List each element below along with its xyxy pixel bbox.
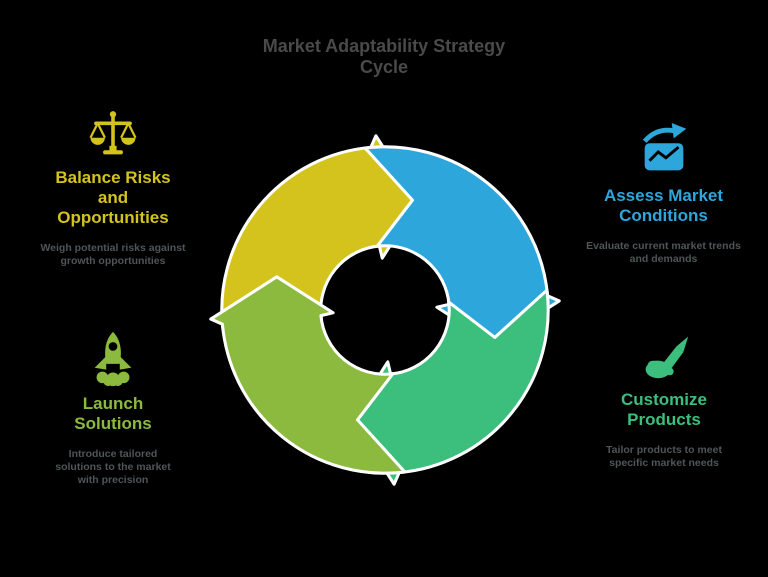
customize-tool-icon bbox=[645, 336, 689, 379]
step-description: Tailor products to meet specific market … bbox=[606, 444, 722, 469]
step-description: Weigh potential risks against growth opp… bbox=[40, 242, 186, 267]
step-customize-products: Customize Products Tailor products to me… bbox=[588, 326, 740, 470]
step-heading: Assess Market Conditions bbox=[603, 186, 724, 225]
market-analysis-icon bbox=[642, 122, 686, 171]
cycle-diagram bbox=[209, 134, 561, 486]
page-title-line1: Market Adaptability Strategy bbox=[262, 36, 506, 56]
step-heading: Balance Risks and Opportunities bbox=[55, 168, 171, 227]
step-balance-risks-and-opportunities: Balance Risks and Opportunities Weigh po… bbox=[40, 108, 186, 268]
step-description: Introduce tailored solutions to the mark… bbox=[55, 448, 171, 486]
step-launch-solutions: Launch Solutions Introduce tailored solu… bbox=[42, 330, 184, 487]
page-title: Market Adaptability Strategy Cycle bbox=[0, 36, 768, 78]
step-description: Evaluate current market trends and deman… bbox=[586, 240, 741, 265]
page-title-line2: Cycle bbox=[359, 57, 409, 77]
step-heading: Launch Solutions bbox=[74, 394, 152, 433]
rocket-launch-icon bbox=[94, 331, 132, 387]
step-heading: Customize Products bbox=[621, 390, 707, 429]
balance-scale-icon bbox=[89, 111, 137, 155]
cycle-arrow-lime bbox=[209, 275, 407, 475]
step-assess-market-conditions: Assess Market Conditions Evaluate curren… bbox=[586, 122, 741, 266]
